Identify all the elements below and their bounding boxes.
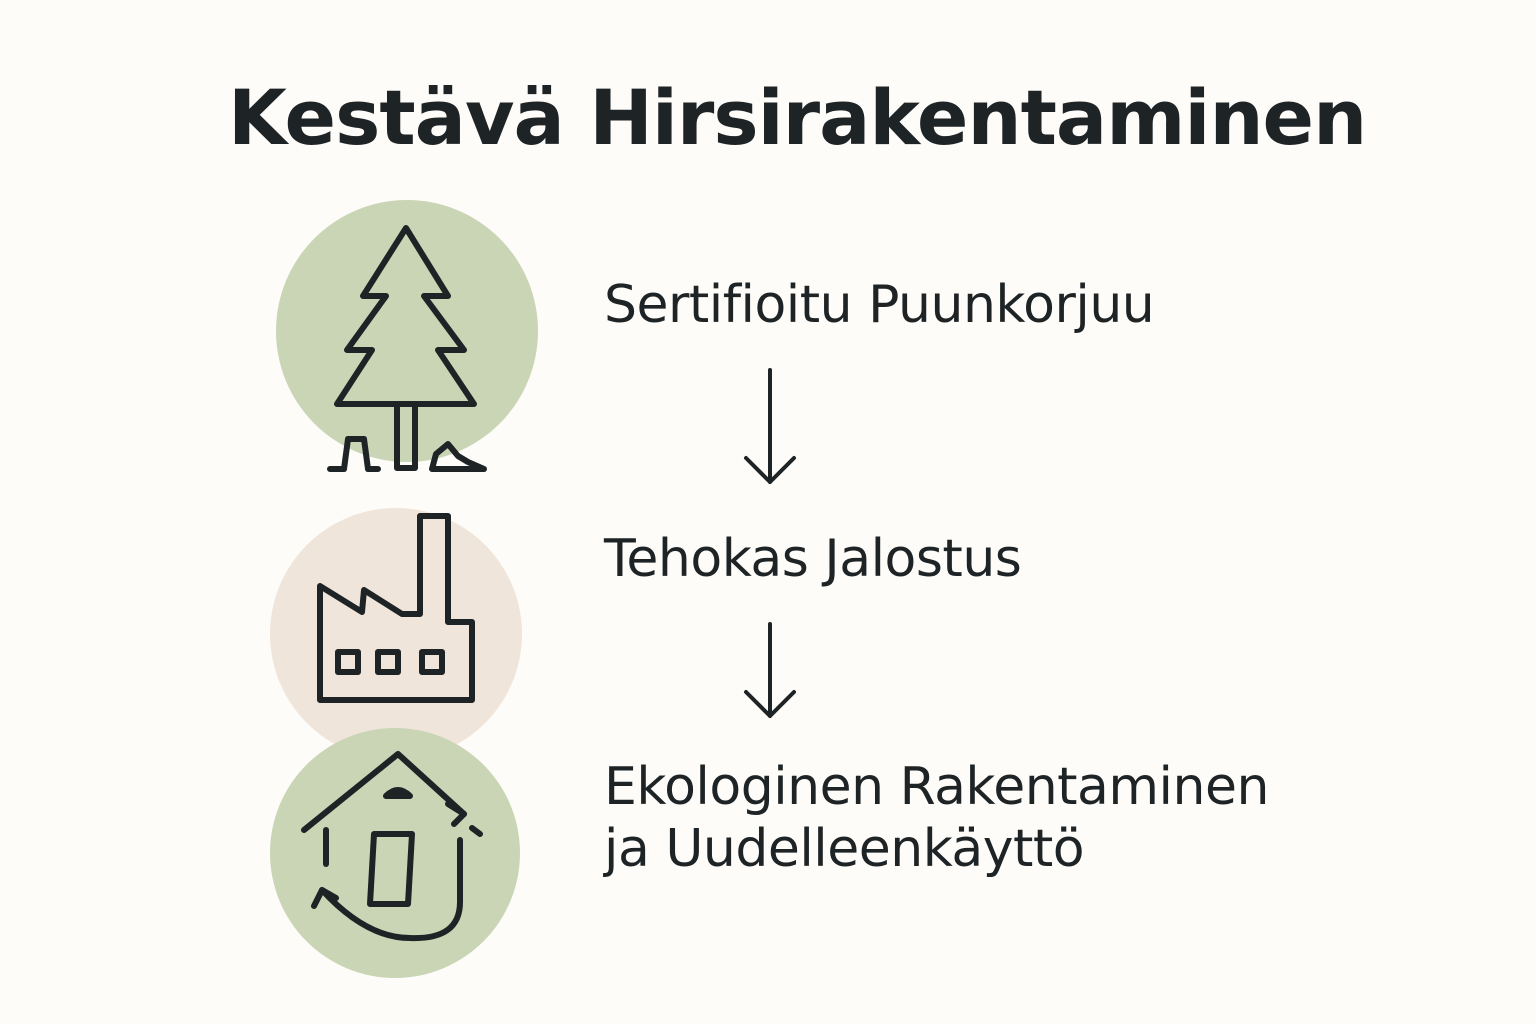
step-label-processing: Tehokas Jalostus bbox=[604, 529, 1022, 589]
recycle-house-icon bbox=[301, 751, 483, 942]
factory-icon bbox=[317, 513, 475, 703]
tree-icon bbox=[327, 225, 487, 472]
factory-icon-background bbox=[270, 508, 522, 760]
step-label-harvest: Sertifioitu Puunkorjuu bbox=[604, 275, 1155, 335]
tree-icon-background bbox=[276, 200, 538, 462]
step-label-construction: Ekologinen Rakentaminen ja Uudelleenkäyt… bbox=[604, 756, 1269, 881]
page-title: Kestävä Hirsirakentaminen bbox=[228, 73, 1367, 162]
down-arrow-icon bbox=[744, 368, 796, 484]
step-label-line: Ekologinen Rakentaminen bbox=[604, 757, 1269, 817]
step-label-line: ja Uudelleenkäyttö bbox=[604, 819, 1085, 880]
down-arrow-icon bbox=[744, 622, 796, 718]
